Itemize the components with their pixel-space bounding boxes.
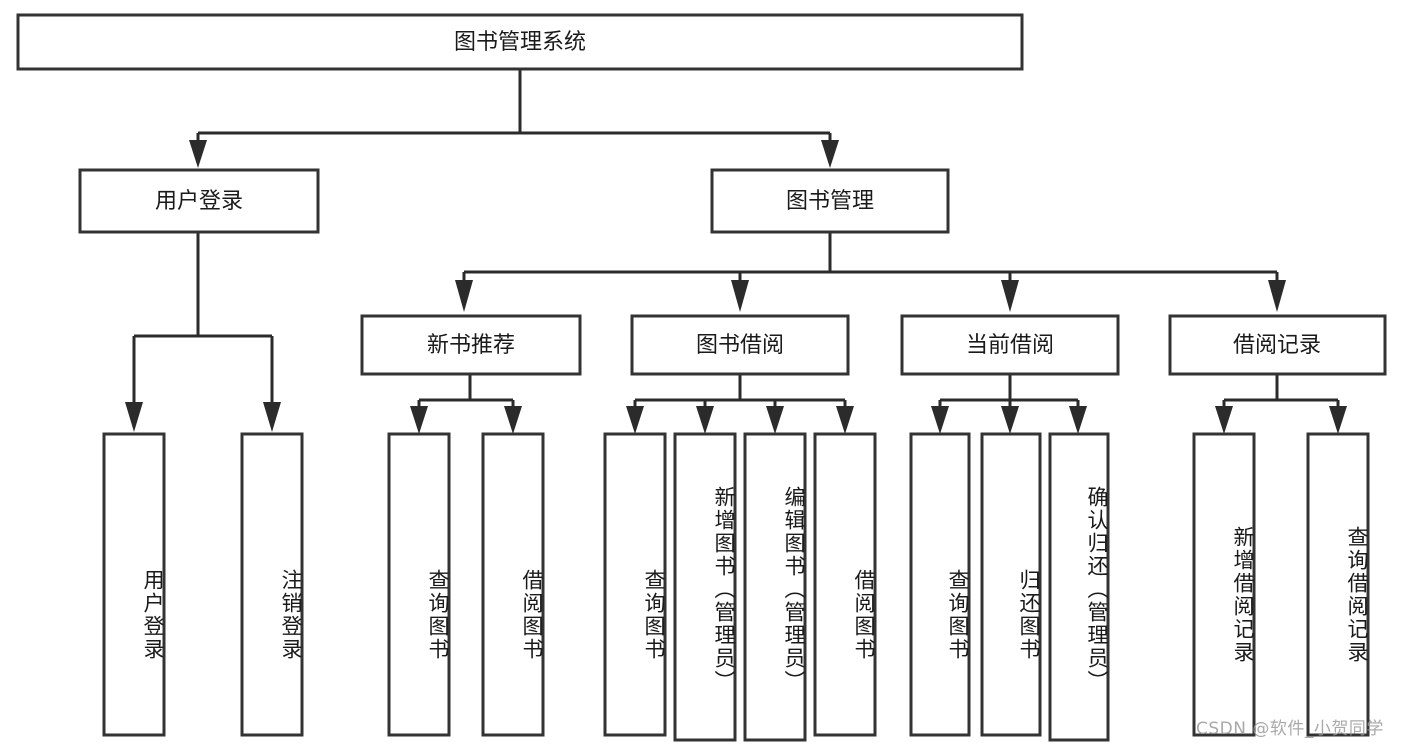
node-leaf-user-logout[interactable] [240,432,304,737]
arrow-head-leaf-query-book-3 [931,406,949,434]
node-new-book-recommend-label: 新书推荐 [427,333,515,358]
node-leaf-borrow-book-1[interactable] [481,432,545,737]
node-leaf-add-record[interactable] [1192,432,1256,737]
node-user-login-label: 用户登录 [155,189,243,214]
arrow-head-leaf-query-book-2 [626,406,644,434]
node-current-borrow-label: 当前借阅 [966,333,1054,358]
node-leaf-borrow-book-2[interactable] [813,432,877,737]
node-book-borrow-label: 图书借阅 [696,333,784,358]
connector-group-user-login [125,233,281,432]
node-new-book-recommend[interactable] [360,314,582,376]
node-book-manage-label: 图书管理 [786,189,874,214]
arrow-head-leaf-user-login [125,402,143,432]
node-root[interactable] [16,13,1024,71]
arrow-head-book-borrow [731,280,749,312]
node-leaf-return-book[interactable] [980,432,1042,737]
arrow-head-borrow-record [1268,280,1286,312]
arrow-head-leaf-return-book [1001,406,1019,434]
connector-group-borrow-record [1215,375,1347,434]
connector-group-book-borrow [626,375,854,434]
arrow-head-leaf-edit-book [766,406,784,434]
connector-group-root [189,69,839,168]
arrow-head-leaf-confirm-return [1069,406,1087,434]
csdn-watermark: CSDN @软件_小贺同学 [1196,719,1384,739]
arrow-head-leaf-add-record [1215,406,1233,434]
node-borrow-record-label: 借阅记录 [1233,333,1321,358]
node-leaf-edit-book[interactable] [743,432,807,742]
node-current-borrow[interactable] [900,314,1120,376]
arrow-head-leaf-add-book [696,406,714,434]
node-leaf-query-book-2[interactable] [603,432,667,737]
node-book-manage[interactable] [710,168,950,234]
node-leaf-query-book-3[interactable] [909,432,971,737]
arrow-head-current-borrow [1001,280,1019,312]
connector-group-current-borrow [931,375,1087,434]
node-borrow-record[interactable] [1168,314,1387,376]
node-root-label: 图书管理系统 [454,30,586,55]
arrow-head-leaf-borrow-book-1 [504,406,522,434]
arrow-head-book-manage [821,140,839,168]
node-leaf-user-login[interactable] [102,432,166,737]
arrow-head-leaf-query-record [1329,406,1347,434]
arrow-head-new-book-recommend [455,280,473,312]
arrow-head-user-login [189,140,207,168]
node-leaf-query-record[interactable] [1306,432,1370,737]
node-user-login[interactable] [78,168,320,234]
connector-group-book-manage [455,233,1286,312]
arrow-head-leaf-borrow-book-2 [836,406,854,434]
node-leaf-add-book[interactable] [673,432,737,742]
node-leaf-confirm-return[interactable] [1048,432,1110,742]
connector-group-new-book-recommend [410,375,522,434]
node-book-borrow[interactable] [630,314,850,376]
arrow-head-leaf-query-book-1 [410,406,428,434]
arrow-head-leaf-user-logout [263,402,281,432]
node-leaf-query-book-1[interactable] [387,432,451,737]
